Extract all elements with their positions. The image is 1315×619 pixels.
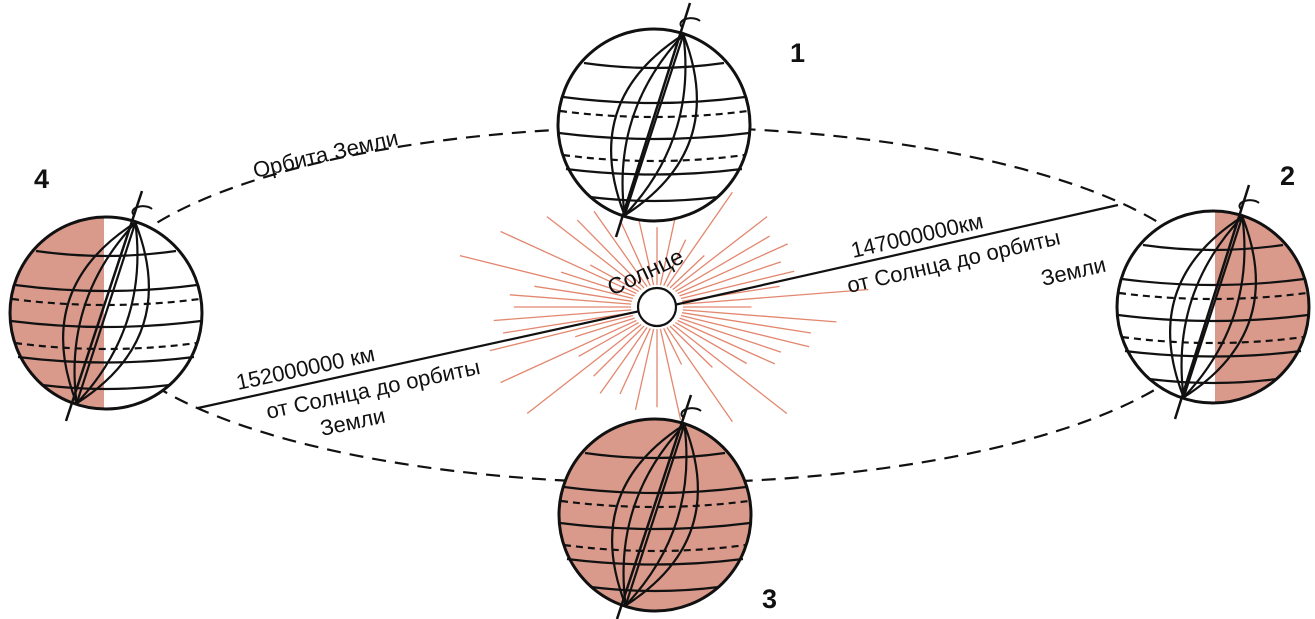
sun-ray: [680, 314, 810, 348]
sun-ray: [575, 317, 635, 338]
sun-ray: [672, 216, 768, 291]
sun-ray: [677, 319, 776, 365]
globe-2: [1115, 184, 1311, 420]
position-label-4: 4: [34, 164, 49, 194]
sun-ray: [578, 322, 639, 357]
sun-ray: [593, 210, 648, 287]
rotation-arrow-icon: [1238, 199, 1260, 210]
sun-ray: [669, 255, 705, 289]
near-distance-line: [673, 203, 1119, 307]
orbit-label: Орбита Земли: [251, 125, 401, 183]
sun-ray: [599, 327, 648, 394]
sun-ray: [619, 219, 651, 286]
sun-ray: [493, 309, 632, 322]
rotation-arrow-icon: [680, 407, 702, 418]
position-label-1: 1: [790, 38, 805, 68]
sun-ray: [546, 216, 642, 291]
sun-ray: [489, 314, 634, 352]
sun-ray: [576, 219, 645, 289]
sun-ray: [526, 323, 642, 415]
sun-ray: [589, 264, 639, 292]
near-distance-line3: Земли: [1039, 252, 1109, 291]
sun-ray: [593, 325, 645, 377]
globe-1: [556, 2, 752, 238]
sun-ray: [682, 288, 869, 305]
sun-ray: [666, 191, 733, 287]
far-distance-line: [197, 309, 641, 410]
sun-ray: [659, 328, 682, 421]
sun-ray: [672, 323, 788, 415]
position-label-2: 2: [1280, 161, 1295, 191]
globe-4: [8, 190, 204, 422]
sun-ray: [680, 270, 795, 300]
globe-3: [557, 394, 753, 619]
sun-ray: [560, 271, 635, 297]
sun-ray: [682, 309, 837, 323]
sun-ray: [669, 325, 713, 368]
sun-icon: [636, 286, 678, 328]
sun-ray: [500, 319, 637, 384]
sun-ray: [677, 243, 788, 295]
sun-ray: [675, 322, 748, 365]
sun-ray: [500, 230, 637, 295]
rotation-arrow-icon: [679, 17, 701, 28]
sun-ray: [534, 285, 632, 302]
position-label-3: 3: [762, 584, 777, 614]
sun-ray: [509, 294, 632, 305]
sun-ray: [679, 317, 782, 353]
sun-ray: [675, 235, 770, 292]
sun-ray: [681, 312, 812, 334]
rotation-arrow-icon: [131, 205, 153, 216]
sun-ray: [634, 328, 655, 410]
sun-rays: [459, 173, 869, 423]
sun-ray: [619, 328, 651, 395]
sun-ray: [502, 312, 633, 334]
sun-ray: [636, 214, 655, 286]
sun-ray: [459, 254, 634, 300]
sun-ray: [666, 327, 733, 423]
sun-ray: [663, 328, 683, 365]
sun-ray: [663, 239, 687, 286]
sun-ray: [679, 261, 782, 297]
